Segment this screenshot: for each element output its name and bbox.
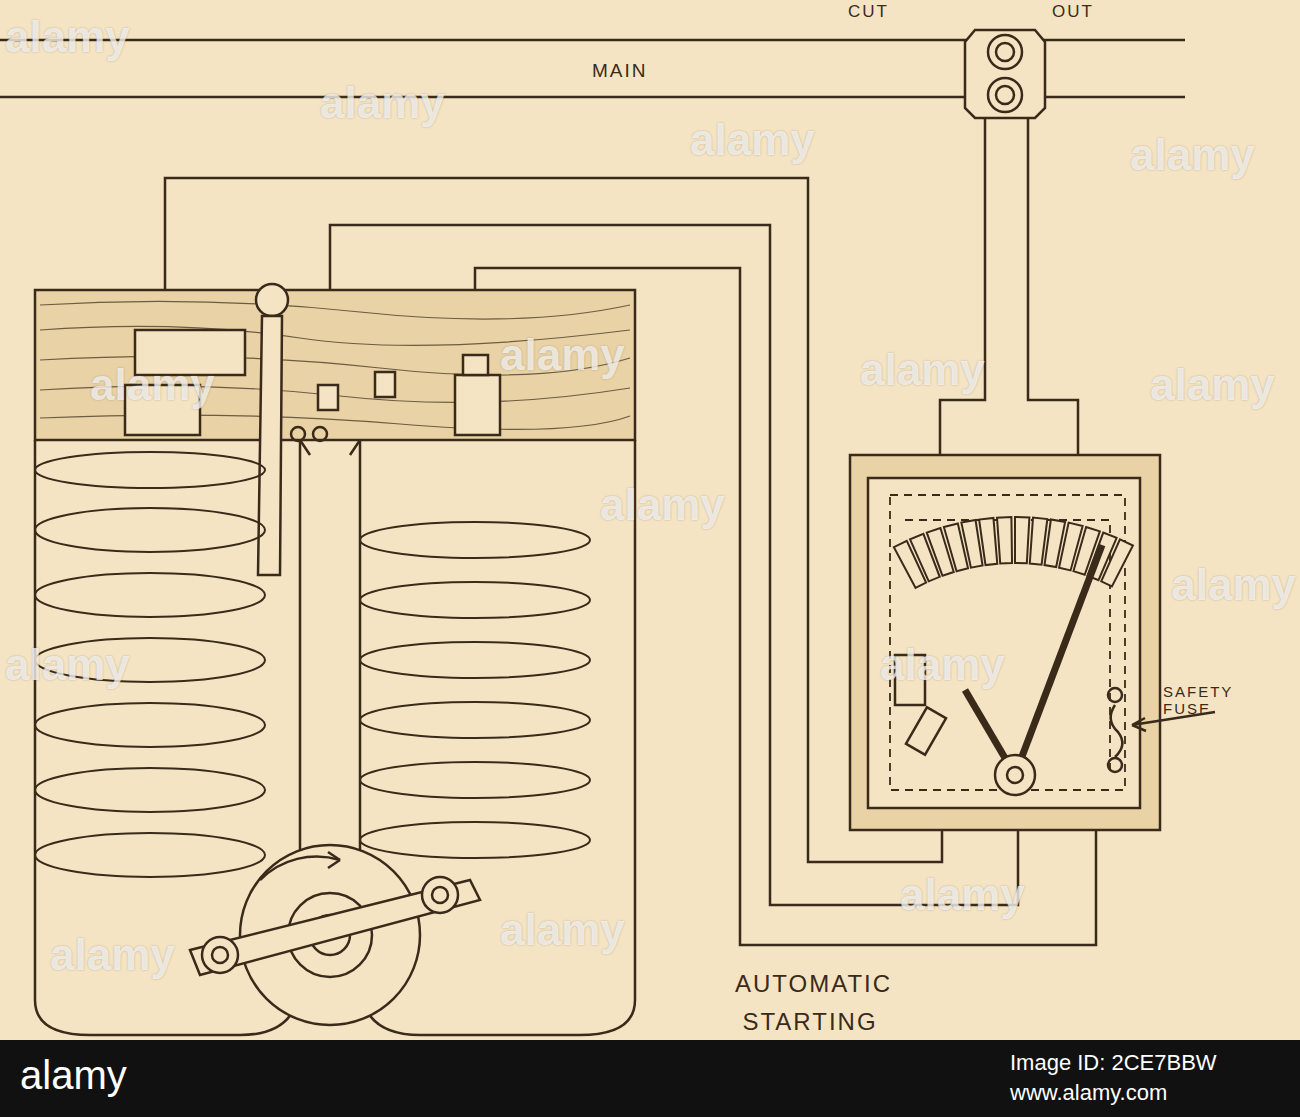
terminal-label: CUT	[848, 2, 889, 22]
line-label: MAIN	[592, 60, 648, 82]
watermark: alamy	[690, 115, 815, 166]
watermark: alamy	[5, 640, 130, 691]
watermark: alamy	[600, 480, 725, 531]
stock-logo: alamy	[20, 1052, 127, 1098]
website: www.alamy.com	[1010, 1080, 1167, 1105]
watermark: alamy	[880, 640, 1005, 691]
watermark: alamy	[5, 12, 130, 63]
image-id: Image ID: 2CE7BBW	[1010, 1050, 1217, 1075]
watermark: alamy	[50, 930, 175, 981]
part-label: SAFETY FUSE	[1163, 683, 1233, 718]
watermark: alamy	[90, 360, 215, 411]
resistance-segment	[979, 518, 997, 565]
watermark: alamy	[320, 78, 445, 129]
watermark: alamy	[1171, 560, 1296, 611]
resistance-segment	[1101, 539, 1133, 586]
resistance-segment	[1015, 517, 1029, 563]
watermark: alamy	[900, 870, 1025, 921]
terminal-label: OUT	[1052, 2, 1094, 22]
watermark: alamy	[500, 330, 625, 381]
watermark: alamy	[860, 345, 985, 396]
figure-caption: AUTOMATIC STARTING	[735, 965, 885, 1042]
watermark: alamy	[500, 905, 625, 956]
watermark: alamy	[1130, 130, 1255, 181]
resistance-segment	[997, 517, 1012, 563]
watermark: alamy	[1150, 360, 1275, 411]
